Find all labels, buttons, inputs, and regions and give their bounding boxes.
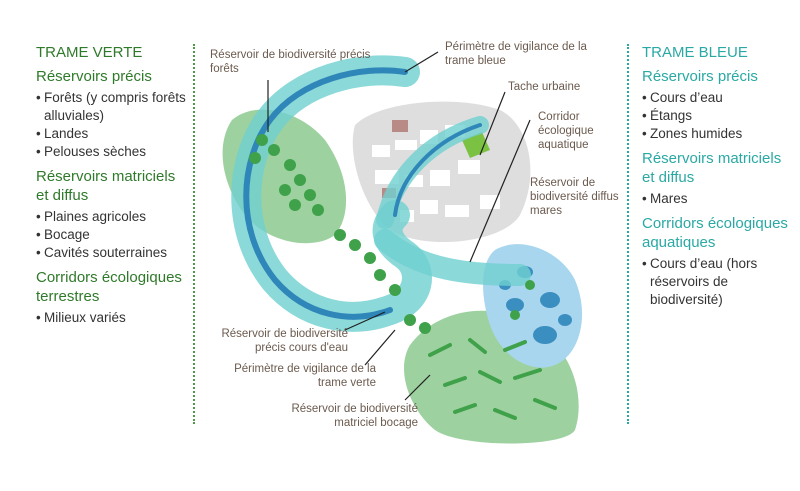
section-heading: Réservoirs matriciels et diffus: [642, 150, 782, 186]
leader-lines: [267, 51, 531, 401]
list-item: Cavités souterraines: [36, 244, 186, 262]
tree-clusters: [249, 134, 535, 334]
list-item: Cours d’eau: [642, 89, 792, 107]
section-list: Cours d’eau (hors réservoirs de biodiver…: [642, 255, 792, 309]
trame-verte-title: TRAME VERTE: [36, 44, 143, 61]
urban-red-block: [392, 120, 408, 132]
urban-green-space: [462, 132, 490, 158]
trame-verte-panel: TRAME VERTE Réservoirs précis Forêts (y …: [36, 44, 186, 327]
river-reservoir-label: Réservoir de biodiversité précis cours d…: [221, 328, 348, 354]
section-heading: Corridors écologiques terrestres: [36, 269, 182, 305]
river-branch: [393, 123, 482, 217]
right-divider: [627, 44, 629, 424]
section-list: Milieux variés: [36, 309, 186, 327]
trame-bleue-title: TRAME BLEUE: [642, 44, 748, 61]
section-list: Forêts (y compris forêts alluviales) Lan…: [36, 89, 186, 161]
blue-perimeter-label: Périmètre de vigilance de la trame bleue: [445, 41, 587, 67]
list-item: Cours d’eau (hors réservoirs de biodiver…: [642, 255, 792, 309]
green-perimeter-label: Périmètre de vigilance de la trame verte: [234, 363, 376, 389]
list-item: Landes: [36, 125, 186, 143]
list-item: Pelouses sèches: [36, 143, 186, 161]
list-item: Bocage: [36, 226, 186, 244]
list-item: Milieux variés: [36, 309, 186, 327]
urban-patch-label: Tache urbaine: [508, 81, 581, 93]
aquatic-corridor-label: Corridor écologique aquatique: [538, 111, 594, 151]
left-divider: [193, 44, 195, 424]
river: [243, 67, 408, 320]
aquatic-corridor-band: [374, 229, 531, 286]
bocage-hedges: [428, 338, 557, 420]
forest-reservoir-label: Réservoir de biodiversité précis forêts: [210, 49, 371, 75]
section-heading: Réservoirs matriciels et diffus: [36, 168, 176, 204]
list-item: Mares: [642, 190, 792, 208]
section-list: Mares: [642, 190, 792, 208]
list-item: Forêts (y compris forêts alluviales): [36, 89, 186, 125]
section-heading: Réservoirs précis: [642, 68, 758, 85]
ponds-reservoir-label: Réservoir de biodiversité diffus mares: [530, 177, 619, 217]
list-item: Zones humides: [642, 125, 792, 143]
urban-blocks: [372, 125, 500, 222]
list-item: Étangs: [642, 107, 792, 125]
section-heading: Corridors écologiques aquatiques: [642, 215, 788, 251]
section-list: Plaines agricoles Bocage Cavités souterr…: [36, 208, 186, 262]
list-item: Plaines agricoles: [36, 208, 186, 226]
trame-bleue-panel: TRAME BLEUE Réservoirs précis Cours d’ea…: [642, 44, 792, 309]
section-heading: Réservoirs précis: [36, 68, 152, 85]
section-list: Cours d’eau Étangs Zones humides: [642, 89, 792, 143]
bocage-reservoir-label: Réservoir de biodiversité matriciel boca…: [291, 403, 418, 429]
